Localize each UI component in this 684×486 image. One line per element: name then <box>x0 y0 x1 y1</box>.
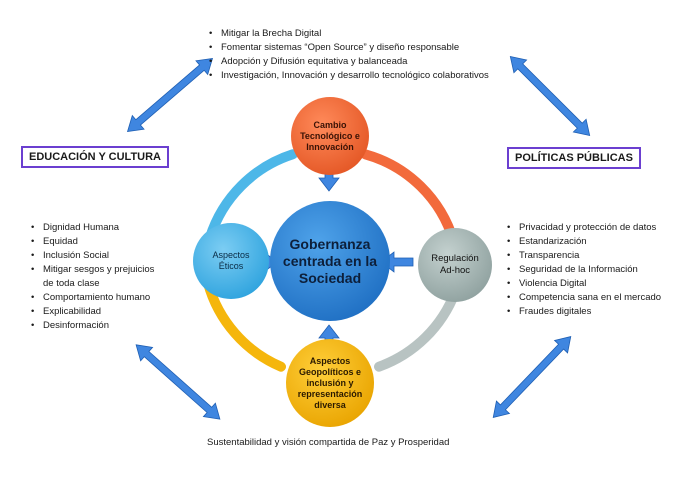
corner-arrows <box>126 55 591 420</box>
node-bottom-label: Aspectos Geopolíticos e inclusión y repr… <box>297 355 363 410</box>
list-item: Equidad <box>29 235 154 249</box>
node-top-circle <box>291 97 369 175</box>
node-bottom-circle <box>286 339 374 427</box>
double-arrow-icon <box>492 336 572 418</box>
top-list: Mitigar la Brecha Digital Fomentar siste… <box>207 27 489 83</box>
left-list: Dignidad Humana Equidad Inclusión Social… <box>29 221 154 333</box>
right-list: Privacidad y protección de datos Estanda… <box>505 221 661 319</box>
list-item: Fomentar sistemas “Open Source” y diseño… <box>207 41 489 55</box>
list-item: Desinformación <box>29 319 154 333</box>
ring-arc-blue <box>205 149 298 243</box>
list-item-continuation: de toda clase <box>43 278 100 289</box>
education-culture-box: EDUCACIÓN Y CULTURA <box>21 146 170 168</box>
center-circle <box>270 201 390 321</box>
list-item: Mitigar sesgos y prejuicios <box>29 263 154 277</box>
node-left-label: Aspectos Éticos <box>212 250 250 271</box>
node-right-circle <box>418 228 492 302</box>
list-item: Inclusión Social <box>29 249 154 263</box>
ring-arc-orange <box>360 149 459 247</box>
double-arrow-icon <box>509 55 591 137</box>
node-right-label: Regulación Ad-hoc <box>431 253 479 276</box>
bottom-statement: Sustentabilidad y visión compartida de P… <box>207 437 450 448</box>
list-item: Comportamiento humano <box>29 291 154 305</box>
public-policies-box: POLÍTICAS PÚBLICAS <box>507 147 641 169</box>
double-arrow-icon <box>126 58 214 132</box>
list-item: Seguridad de la Información <box>505 263 661 277</box>
center-label: Gobernanza centrada en la Sociedad <box>282 235 378 286</box>
list-item: Competencia sana en el mercado <box>505 291 661 305</box>
list-item: Adopción y Difusión equitativa y balance… <box>207 55 489 69</box>
ring <box>203 149 461 372</box>
ring-arc-grey <box>374 286 461 372</box>
list-item: Privacidad y protección de datos <box>505 221 661 235</box>
list-item: Investigación, Innovación y desarrollo t… <box>207 69 489 83</box>
node-top-label: Cambio Tecnológico e Innovación <box>300 119 360 152</box>
double-arrow-icon <box>135 344 221 420</box>
ring-arc-yellow <box>203 278 286 372</box>
list-item: Dignidad Humana <box>29 221 154 235</box>
list-item: Fraudes digitales <box>505 305 661 319</box>
list-item: Estandarización <box>505 235 661 249</box>
list-item: Mitigar la Brecha Digital <box>207 27 489 41</box>
list-item: Violencia Digital <box>505 277 661 291</box>
node-left-circle <box>193 223 269 299</box>
list-item: Explicabilidad <box>29 305 154 319</box>
list-item: Transparencia <box>505 249 661 263</box>
